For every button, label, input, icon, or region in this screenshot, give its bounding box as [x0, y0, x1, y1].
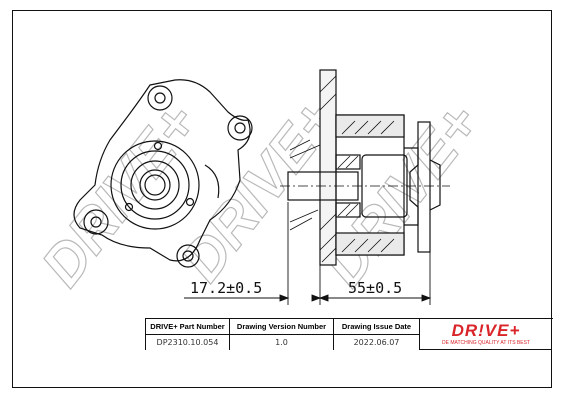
- dimension-lines: [184, 202, 432, 305]
- part-number-column: DRIVE+ Part Number DP2310.10.054: [146, 319, 230, 350]
- housing-outline: [73, 79, 251, 262]
- brand-logo-block: DR!VE+ DE MATCHING QUALITY AT ITS BEST: [420, 319, 552, 350]
- bearing-bottom: [335, 232, 405, 256]
- part-number-value: DP2310.10.054: [156, 337, 219, 347]
- side-view: [280, 69, 450, 266]
- arrow-right-start: [311, 294, 322, 302]
- shaft-inner: [144, 174, 166, 196]
- brand-logo: DR!VE+: [451, 320, 521, 340]
- impeller-body: [361, 154, 408, 218]
- impeller-tip: [417, 121, 431, 253]
- arrow-left-end: [279, 294, 290, 302]
- hub-hole-top: [153, 141, 163, 151]
- top-bolt-boss: [147, 85, 173, 111]
- hub-ring: [120, 150, 190, 220]
- hub-outer: [110, 140, 200, 230]
- issue-date-column: Drawing Issue Date 2022.06.07: [334, 319, 420, 350]
- watermark-group: DRIVE+ DRIVE+ DRIVE+: [28, 86, 492, 299]
- hub-flange: [130, 160, 180, 210]
- hub-hole-left: [124, 202, 134, 212]
- watermark-left: DRIVE+: [29, 92, 210, 298]
- seal-top: [335, 154, 361, 170]
- right-bolt-boss: [227, 115, 253, 141]
- front-view: [73, 79, 253, 268]
- bottom-bolt-boss: [176, 244, 200, 268]
- flange-hatch: [319, 75, 337, 263]
- issue-date-value: 2022.06.07: [353, 337, 400, 347]
- bearing-top: [335, 114, 405, 138]
- thread-left: [289, 139, 321, 231]
- top-bolt-hole: [154, 92, 166, 104]
- version-value: 1.0: [275, 337, 288, 347]
- impeller-lip: [429, 159, 441, 211]
- flange-plate: [319, 69, 337, 266]
- part-number-label: DRIVE+ Part Number: [146, 319, 229, 335]
- seal-bottom: [335, 202, 361, 218]
- shaft-outer: [139, 169, 171, 201]
- drawing-sheet-border: [12, 10, 552, 388]
- version-column: Drawing Version Number 1.0: [230, 319, 334, 350]
- arrow-right-end: [421, 294, 432, 302]
- left-bolt-boss: [83, 209, 109, 235]
- seal-hatch: [337, 155, 359, 217]
- title-block: DRIVE+ Part Number DP2310.10.054 Drawing…: [145, 318, 553, 350]
- housing-rib: [204, 164, 220, 199]
- dimension-label-right: 55±0.5: [348, 279, 402, 297]
- bottom-bolt-hole: [182, 250, 194, 262]
- issue-date-label: Drawing Issue Date: [334, 319, 419, 335]
- right-bolt-hole: [234, 122, 246, 134]
- outer-hatch: [341, 120, 395, 253]
- technical-drawing: DRIVE+ DRIVE+ DRIVE+: [28, 69, 493, 305]
- version-label: Drawing Version Number: [230, 319, 333, 335]
- brand-tagline: DE MATCHING QUALITY AT ITS BEST: [442, 339, 530, 346]
- dimension-label-left: 17.2±0.5: [190, 279, 262, 297]
- hub-hole-right: [185, 197, 195, 207]
- left-bolt-hole: [90, 216, 102, 228]
